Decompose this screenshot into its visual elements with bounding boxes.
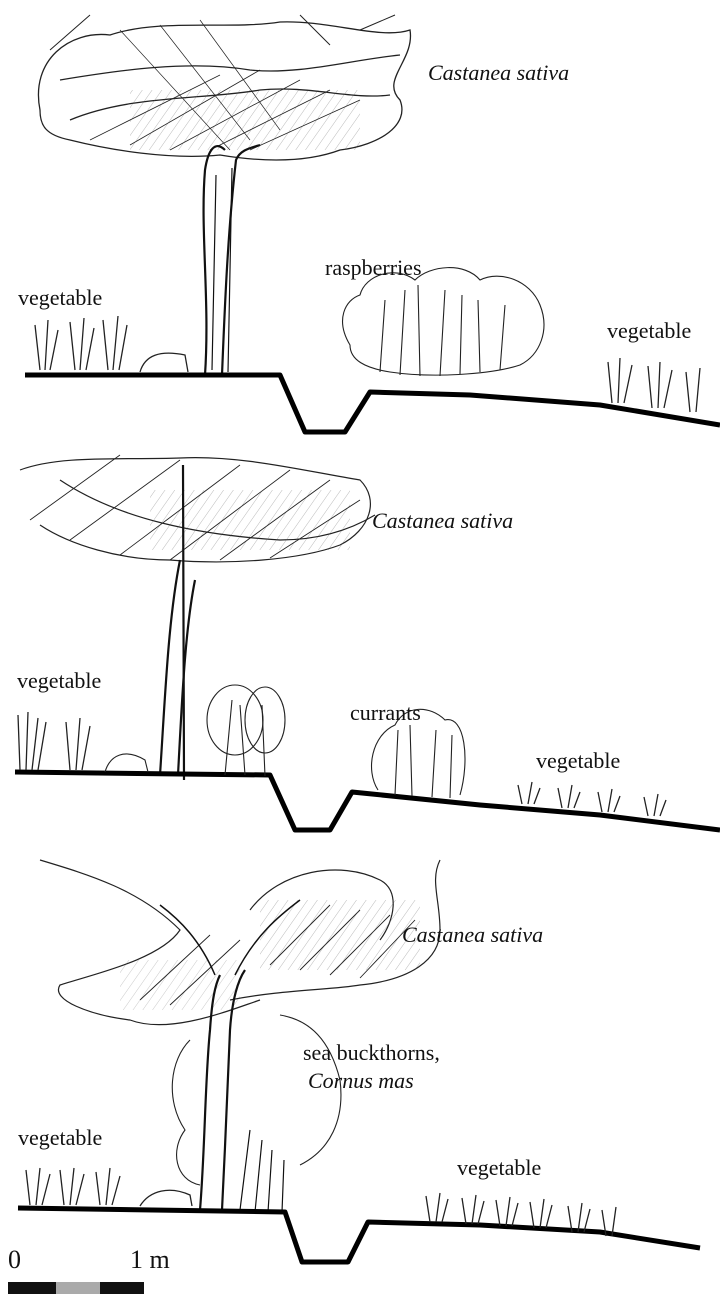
ground-line-3 — [18, 1208, 700, 1262]
scale-bar: 0 1 m — [8, 1245, 170, 1294]
scale-segment-3 — [100, 1282, 144, 1294]
tree-label-1: Castanea sativa — [428, 60, 569, 85]
section-3: Castanea sativa sea buckthorns, Cornus m… — [18, 860, 700, 1262]
tree-label-2: Castanea sativa — [372, 508, 513, 533]
shrub-label-1: raspberries — [325, 255, 422, 280]
vegetable-label-left-2: vegetable — [17, 668, 101, 693]
vegetable-label-right-3: vegetable — [457, 1155, 541, 1180]
crown-hatching-2 — [150, 490, 350, 550]
scale-segment-1 — [8, 1282, 56, 1294]
ground-line-2 — [15, 772, 720, 830]
vegetable-label-right-2: vegetable — [536, 748, 620, 773]
section-2: Castanea sativa currants vegetable veget… — [15, 455, 720, 830]
vegetable-patch-left-3 — [26, 1168, 192, 1206]
shrub-label-2: currants — [350, 700, 421, 725]
scale-segment-2 — [56, 1282, 100, 1294]
vegetable-label-right-1: vegetable — [607, 318, 691, 343]
scale-start-label: 0 — [8, 1245, 21, 1274]
tree-trunk-1 — [204, 145, 260, 375]
vegetable-patch-right-1 — [608, 358, 700, 412]
shrubs-left-2 — [105, 685, 285, 776]
vegetable-patch-left-2 — [18, 712, 90, 770]
ground-line-1 — [25, 375, 720, 432]
scale-end-label: 1 m — [130, 1245, 170, 1274]
tree-label-3: Castanea sativa — [402, 922, 543, 947]
shrub-label-3a: sea buckthorns, — [303, 1040, 440, 1065]
vegetable-label-left-1: vegetable — [18, 285, 102, 310]
vegetable-patch-left-1 — [35, 316, 188, 372]
vegetable-label-left-3: vegetable — [18, 1125, 102, 1150]
section-1: Castanea sativa raspberries vegetable ve… — [18, 15, 720, 432]
shrub-label-3b: Cornus mas — [308, 1068, 414, 1093]
crown-hatching-3b — [120, 960, 240, 1010]
crown-hatching-3 — [260, 900, 420, 970]
crown-hatching-1 — [130, 90, 360, 150]
raspberry-shrub — [343, 268, 544, 376]
